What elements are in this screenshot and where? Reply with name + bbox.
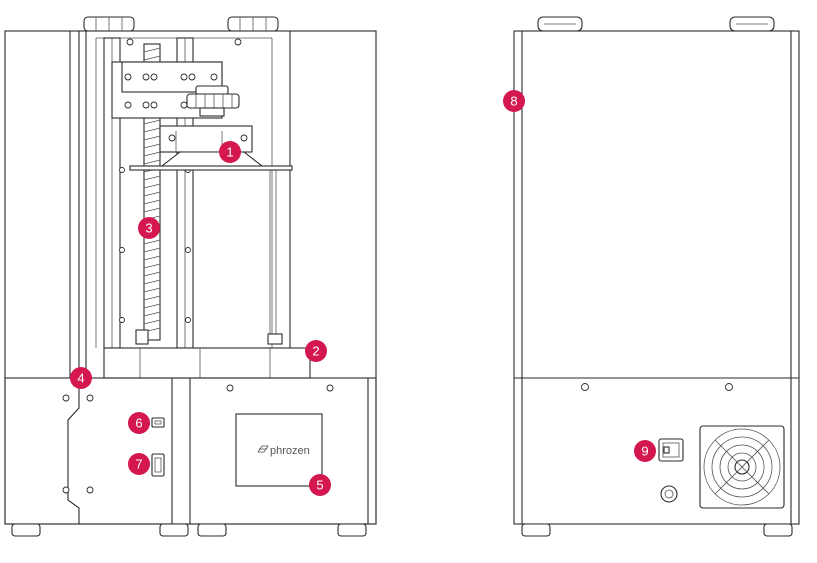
- top-handle-left: [537, 16, 583, 32]
- foot: [763, 523, 793, 537]
- svg-text:8: 8: [510, 94, 517, 109]
- callout-3: 3: [138, 217, 160, 239]
- callout-2: 2: [305, 340, 327, 362]
- build-plate-knob: [186, 85, 240, 117]
- svg-text:5: 5: [316, 478, 323, 493]
- callout-8: 8: [503, 90, 525, 112]
- back-view: [513, 16, 800, 537]
- top-hinge-right: [227, 16, 279, 32]
- callout-5: 5: [309, 474, 331, 496]
- foot: [521, 523, 551, 537]
- svg-text:7: 7: [135, 457, 142, 472]
- phrozen-logo-icon: [257, 445, 269, 453]
- svg-text:1: 1: [226, 145, 233, 160]
- fan-grill-icon: [699, 425, 785, 509]
- svg-text:6: 6: [135, 416, 142, 431]
- callout-6: 6: [128, 412, 150, 434]
- foot: [197, 523, 227, 537]
- touch-screen: phrozen: [235, 413, 323, 487]
- callout-9: 9: [634, 440, 656, 462]
- brand-label: phrozen: [270, 445, 310, 457]
- power-switch-rear-icon: [658, 438, 684, 462]
- front-view: phrozen: [4, 16, 377, 537]
- top-hinge-left: [83, 16, 135, 32]
- svg-text:3: 3: [145, 221, 152, 236]
- power-socket: [660, 485, 678, 503]
- back-housing: [513, 30, 800, 525]
- top-handle-right: [729, 16, 775, 32]
- callout-4: 4: [70, 367, 92, 389]
- foot: [11, 523, 41, 537]
- foot: [159, 523, 189, 537]
- resin-vat: [103, 347, 311, 379]
- power-switch-icon: [151, 453, 165, 477]
- callout-1: 1: [219, 141, 241, 163]
- svg-text:4: 4: [77, 371, 84, 386]
- foot: [337, 523, 367, 537]
- svg-text:9: 9: [641, 444, 648, 459]
- usb-port-icon: [151, 417, 165, 428]
- callout-7: 7: [128, 453, 150, 475]
- svg-text:2: 2: [312, 344, 319, 359]
